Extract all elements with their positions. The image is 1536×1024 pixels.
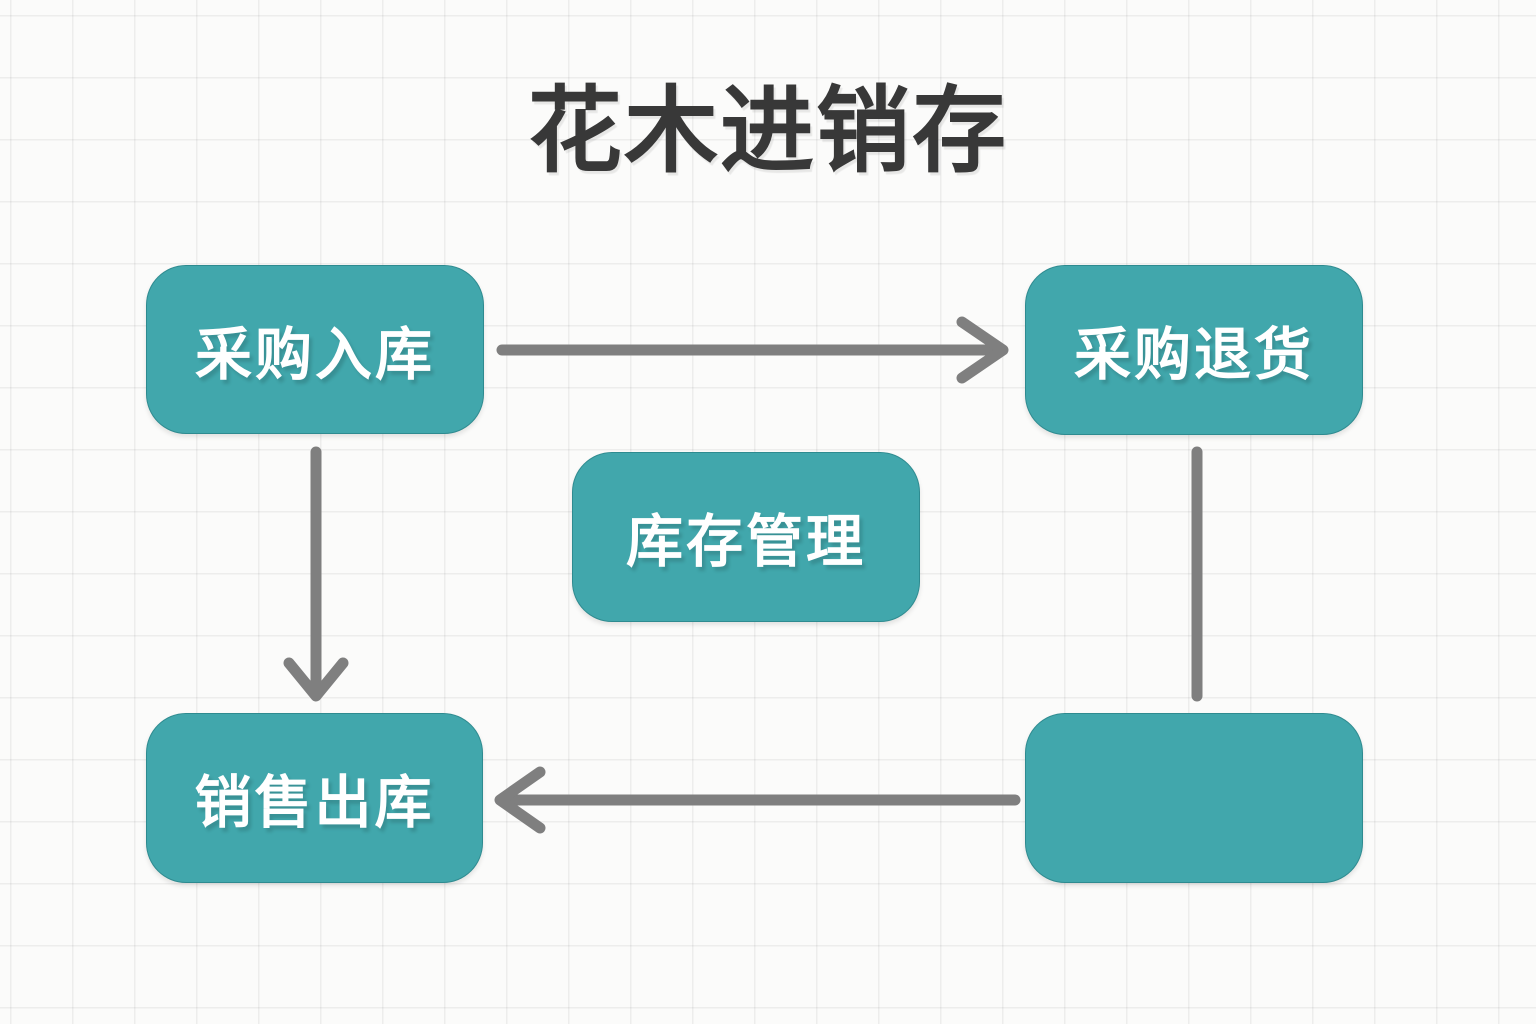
node-purchase-inbound-label: 采购入库 bbox=[195, 321, 435, 388]
arrow-unlabeled-to-sales-outbound bbox=[494, 766, 1021, 834]
arrow-purchase-inbound-to-purchase-return bbox=[496, 316, 1009, 384]
node-sales-outbound: 销售出库 bbox=[146, 713, 483, 883]
arrow-purchase-inbound-to-sales-outbound bbox=[283, 446, 349, 702]
node-purchase-return-label: 采购退货 bbox=[1074, 322, 1314, 388]
node-sales-outbound-label: 销售出库 bbox=[194, 770, 435, 836]
node-purchase-return: 采购退货 bbox=[1025, 265, 1363, 435]
node-purchase-inbound: 采购入库 bbox=[146, 265, 484, 434]
node-inventory-management: 库存管理 bbox=[572, 452, 920, 622]
page-title: 花木进销存 bbox=[527, 77, 1008, 186]
node-unlabeled bbox=[1025, 713, 1363, 883]
node-inventory-management-label: 库存管理 bbox=[626, 509, 866, 575]
